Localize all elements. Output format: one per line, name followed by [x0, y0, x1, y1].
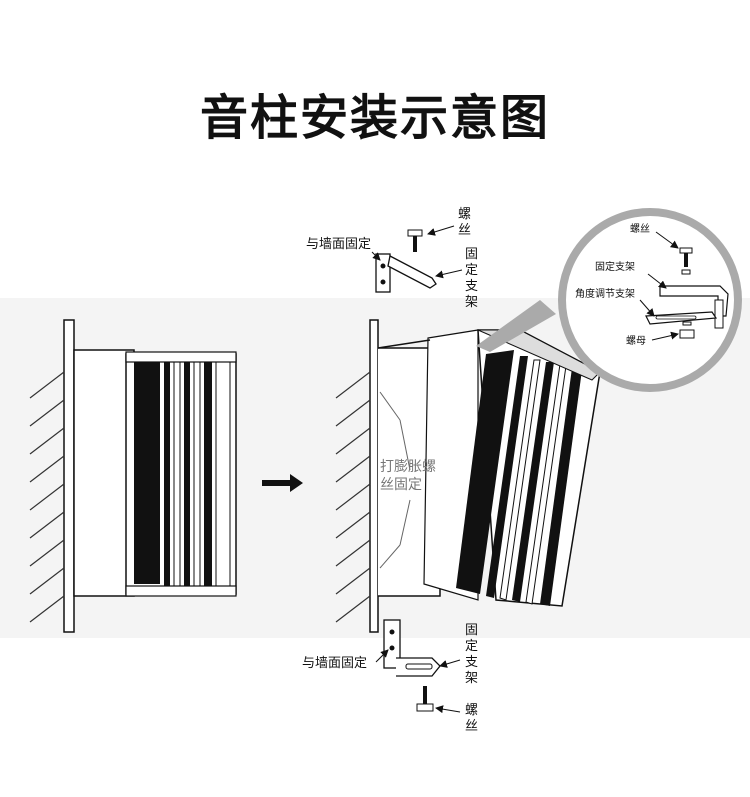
zoom-angle-bracket-label: 角度调节支架 — [575, 287, 635, 300]
expansion-label-line1: 打膨胀螺 — [380, 458, 436, 475]
left-wall — [29, 319, 75, 633]
zoom-nut-icon — [679, 321, 695, 339]
bottom-bracket-label-2: 定 — [465, 639, 478, 654]
bottom-wall-fix-label: 与墙面固定 — [302, 656, 367, 671]
expansion-label-line2: 丝固定 — [380, 477, 422, 493]
bottom-screw-icon — [416, 686, 434, 712]
top-bracket-label-1: 固 — [465, 247, 478, 262]
zoom-screw-icon — [679, 247, 693, 275]
page-title: 音柱安装示意图 — [199, 90, 550, 146]
zoom-fixed-bracket-label: 固定支架 — [595, 260, 635, 273]
top-screw-icon — [407, 229, 423, 252]
bottom-bracket-label-4: 架 — [465, 671, 478, 686]
bottom-bracket-label-3: 支 — [465, 655, 478, 670]
zoom-screw-label: 螺丝 — [630, 223, 650, 235]
bottom-bracket-label-1: 固 — [465, 623, 478, 638]
bottom-bracket — [383, 619, 441, 677]
bottom-screw-label-2: 丝 — [465, 719, 478, 734]
top-screw-label-2: 丝 — [458, 223, 471, 238]
top-bracket-label-4: 架 — [465, 295, 478, 310]
zoom-detail — [476, 208, 742, 392]
expansion-screw-guides — [379, 391, 411, 569]
top-wall-fix-label: 与墙面固定 — [306, 237, 371, 252]
top-bracket-label-3: 支 — [465, 279, 478, 294]
top-bracket — [375, 253, 437, 293]
top-screw-label-1: 螺 — [458, 207, 471, 222]
right-speaker — [377, 329, 601, 607]
bottom-screw-label-1: 螺 — [465, 703, 478, 718]
top-bracket-label-2: 定 — [465, 263, 478, 278]
transition-arrow — [262, 474, 303, 492]
zoom-nut-label: 螺母 — [626, 335, 646, 347]
right-wall — [335, 319, 379, 633]
left-speaker — [73, 349, 237, 597]
